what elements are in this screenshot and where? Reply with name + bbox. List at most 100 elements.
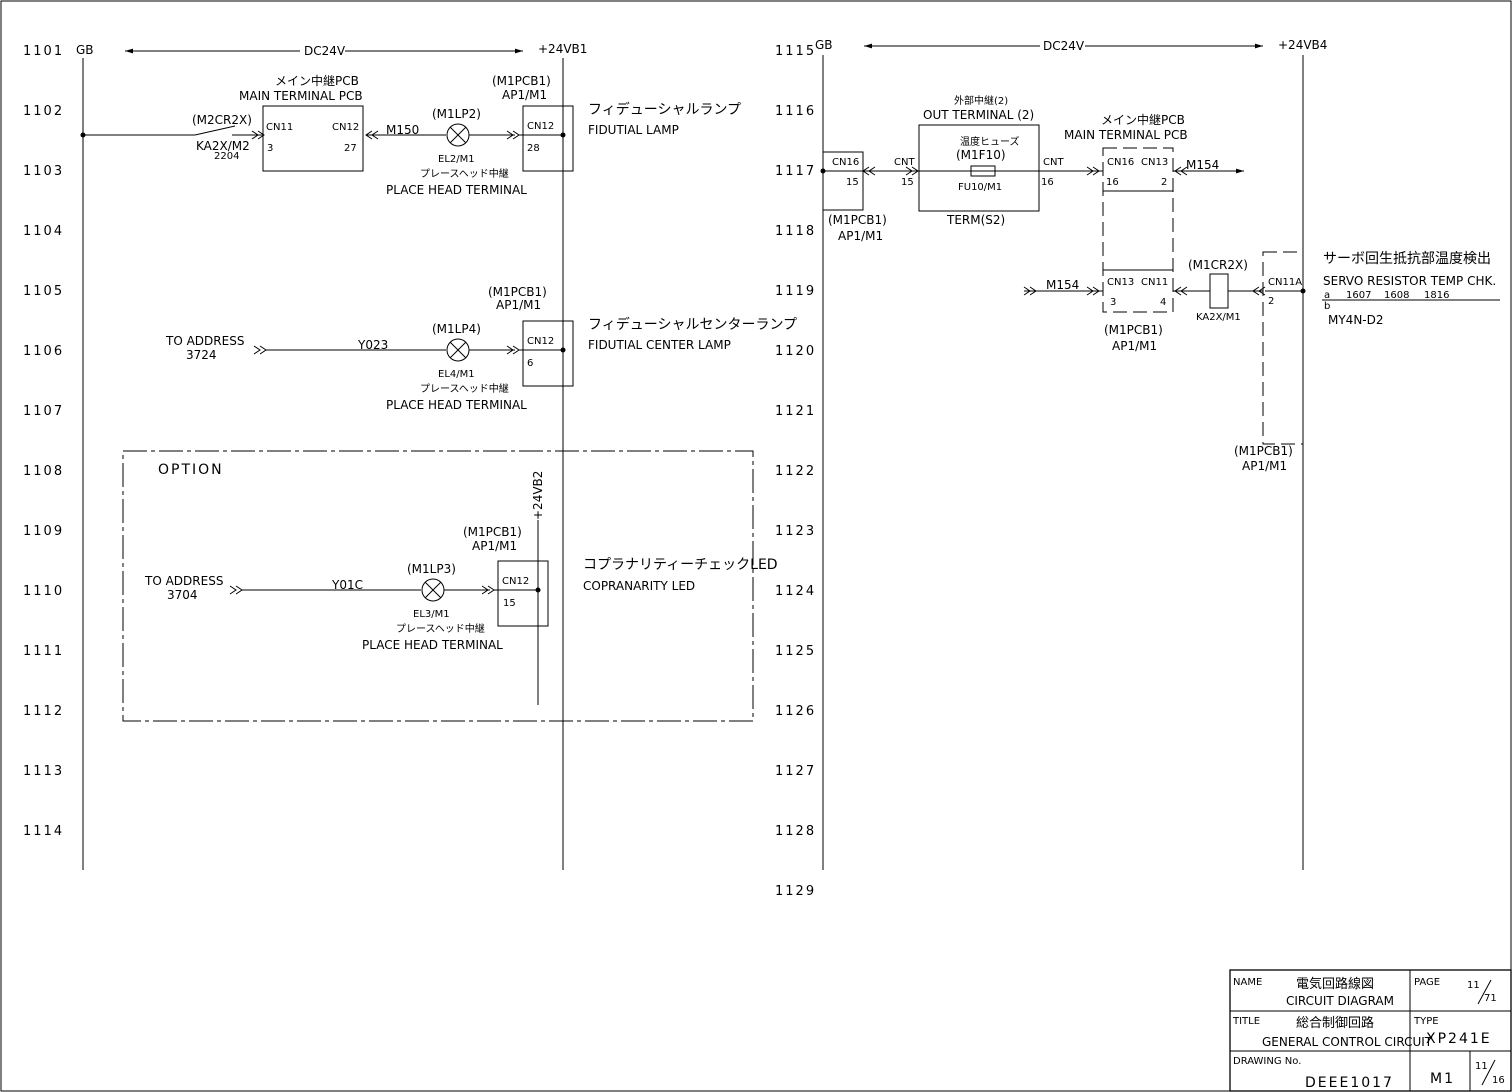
- row-number: 1118: [775, 224, 816, 239]
- junction-dot: [560, 347, 566, 353]
- lamp-ref: (M1LP2): [432, 107, 481, 121]
- row-number: 1116: [775, 104, 816, 119]
- row-number: 1109: [23, 524, 64, 539]
- voltage-label: DC24V: [1043, 39, 1085, 53]
- connector-symbol: [862, 166, 876, 176]
- cn13-label: CN13: [1141, 157, 1168, 168]
- pcb1-pin: 6: [527, 358, 533, 369]
- title-jp: 総合制御回路: [1296, 1015, 1374, 1031]
- cn13-pin: 2: [1161, 177, 1167, 188]
- fuse-ref: (M1F10): [956, 148, 1006, 162]
- relay-ref: (M1CR2X): [1188, 258, 1248, 272]
- row-number: 1117: [775, 164, 816, 179]
- pcb1-pin: 15: [503, 598, 516, 609]
- address-to: TO ADDRESS: [144, 574, 223, 588]
- row-number: 1129: [775, 884, 816, 899]
- row-number: 1120: [775, 344, 816, 359]
- pcb1-ref: (M1PCB1): [492, 74, 551, 88]
- type-value: XP241E: [1426, 1031, 1492, 1047]
- row-number: 1119: [775, 284, 816, 299]
- fid-lamp-jp: フィデューシャルランプ: [588, 101, 741, 118]
- wire-label: M154: [1046, 278, 1079, 292]
- main-terminal-pcb-box: [1102, 147, 1174, 313]
- cn16-pin: 16: [1106, 177, 1119, 188]
- xref-1: 1607: [1346, 290, 1371, 301]
- pcb-ap: AP1/M1: [1242, 459, 1287, 473]
- relay-coil-icon: [1209, 273, 1229, 309]
- term-s2: TERM(S2): [946, 213, 1005, 227]
- rail-vb4-label: +24VB4: [1278, 38, 1327, 52]
- row-number: 1123: [775, 524, 816, 539]
- pcb1-ap: AP1/M1: [838, 229, 883, 243]
- junction-dot: [1300, 288, 1306, 294]
- cn11-label: CN11: [1141, 277, 1168, 288]
- term-en: PLACE HEAD TERMINAL: [362, 638, 503, 652]
- row-number: 1108: [23, 464, 64, 479]
- page-total: 71: [1484, 993, 1497, 1004]
- row-numbers-left: 1101110211031104110511061107110811091110…: [23, 44, 64, 839]
- wire-label: M154: [1186, 158, 1219, 172]
- lamp-ref: (M1LP4): [432, 322, 481, 336]
- row-number: 1126: [775, 704, 816, 719]
- coplanarity-jp: コプラナリティーチェックLED: [583, 557, 778, 573]
- option-box: [122, 450, 754, 722]
- vb2-label: +24VB2: [531, 471, 545, 520]
- row-number: 1111: [23, 644, 64, 659]
- center-lamp-jp: フィデューシャルセンターランプ: [588, 316, 797, 333]
- pcb1-cn: CN16: [832, 157, 859, 168]
- term-en: PLACE HEAD TERMINAL: [386, 398, 527, 412]
- main-jp: メイン中継PCB: [1101, 112, 1185, 127]
- row-number: 1125: [775, 644, 816, 659]
- cn11a-label: CN11A: [1268, 277, 1302, 288]
- out-jp: 外部中継(2): [954, 94, 1008, 107]
- row-number: 1101: [23, 44, 64, 59]
- name-label: NAME: [1233, 977, 1262, 988]
- xref-3: 1816: [1424, 290, 1449, 301]
- xref-a: a: [1324, 290, 1330, 301]
- pcb1-cn: CN12: [527, 336, 554, 347]
- pcb1-ap: AP1/M1: [502, 88, 547, 102]
- connector-symbol: [251, 130, 265, 140]
- junction-dot: [560, 132, 566, 138]
- pcb1-box: [522, 105, 574, 172]
- row-number: 1103: [23, 164, 64, 179]
- relay-type: MY4N-D2: [1328, 313, 1384, 327]
- relay-contact: KA2X/M2: [196, 139, 250, 153]
- pcb-en-label: MAIN TERMINAL PCB: [239, 89, 363, 103]
- row-number: 1112: [23, 704, 64, 719]
- fuse-icon: [970, 165, 996, 177]
- cn11-pin: 4: [1160, 297, 1166, 308]
- row-numbers-right: 1115111611171118111911201121112211231124…: [775, 44, 816, 899]
- connector-symbol: [229, 585, 243, 595]
- pcb1-ref: (M1PCB1): [463, 525, 522, 539]
- pcb1-box: [497, 560, 549, 627]
- lamp-id: EL2/M1: [438, 154, 475, 165]
- servo-jp: サーボ回生抵抗部温度検出: [1323, 251, 1491, 267]
- lamp-icon: [446, 338, 470, 362]
- out-terminal-box: [918, 124, 1040, 212]
- address-to: TO ADDRESS: [165, 334, 244, 348]
- pcb-ref: (M1PCB1): [1234, 444, 1293, 458]
- title-en: GENERAL CONTROL CIRCUIT: [1262, 1035, 1433, 1049]
- title-label: TITLE: [1232, 1016, 1260, 1027]
- wire-label: M150: [386, 123, 419, 137]
- relay-ref: (M2CR2X): [192, 113, 252, 127]
- term-jp: プレースヘッド中継: [420, 382, 509, 395]
- coplanarity-en: COPRANARITY LED: [583, 579, 695, 593]
- row-number: 1113: [23, 764, 64, 779]
- row-number: 1115: [775, 44, 816, 59]
- pcb1-cn: CN12: [502, 576, 529, 587]
- connector-symbol: [905, 166, 919, 176]
- term-en: PLACE HEAD TERMINAL: [386, 183, 527, 197]
- sheet-num: 11: [1475, 1061, 1488, 1072]
- address-num: 3704: [167, 588, 198, 602]
- row-number: 1128: [775, 824, 816, 839]
- lamp-ref: (M1LP3): [407, 562, 456, 576]
- center-lamp-en: FIDUTIAL CENTER LAMP: [588, 338, 731, 352]
- xref-2: 1608: [1384, 290, 1409, 301]
- rail-vb1-label: +24VB1: [538, 42, 587, 56]
- row-number: 1102: [23, 104, 64, 119]
- rail-gb-label: GB: [815, 38, 833, 52]
